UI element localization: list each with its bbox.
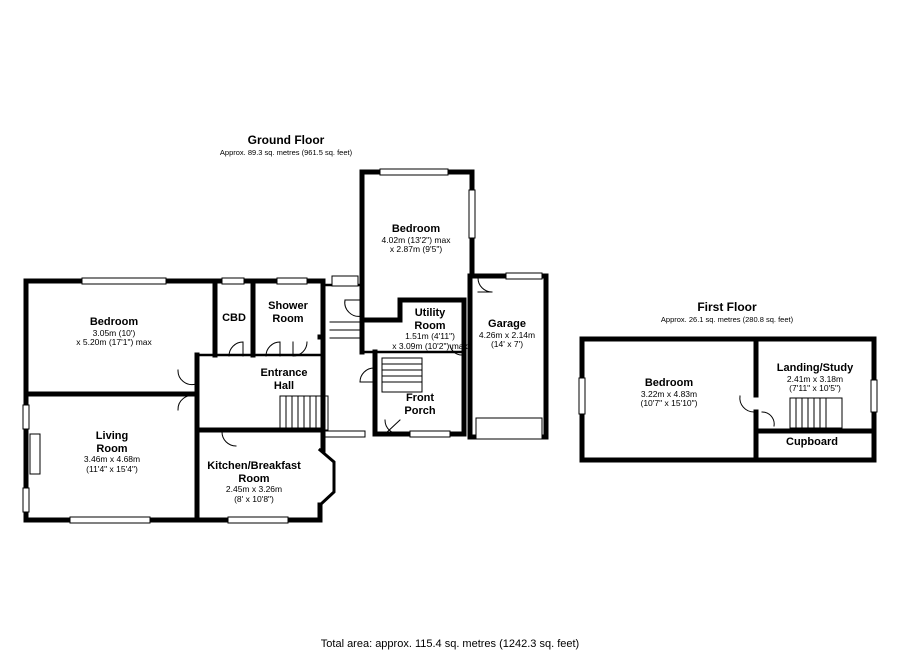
room-landing-study: Landing/Study 2.41m x 3.18m (7'11" x 10'… bbox=[776, 362, 854, 394]
room-bedroom-top: Bedroom 4.02m (13'2") max x 2.87m (9'5") bbox=[381, 223, 451, 255]
ground-floor-title: Ground Floor bbox=[247, 133, 325, 147]
room-kitchen: Kitchen/Breakfast Room 2.45m x 3.26m (8'… bbox=[207, 460, 301, 505]
bay-window bbox=[317, 447, 336, 508]
room-cupboard: Cupboard bbox=[786, 436, 838, 448]
room-first-bedroom: Bedroom 3.22m x 4.83m (10'7" x 15'10") bbox=[640, 377, 698, 409]
room-shower: Shower Room bbox=[268, 300, 308, 325]
room-bedroom-left: Bedroom 3.05m (10') x 5.20m (17'1") max bbox=[76, 316, 152, 348]
ground-floor-walls bbox=[23, 169, 549, 523]
ground-floor-area: Approx. 89.3 sq. metres (961.5 sq. feet) bbox=[219, 148, 353, 157]
room-entrance-hall: Entrance Hall bbox=[260, 367, 308, 392]
first-floor-details bbox=[578, 377, 878, 429]
room-utility: Utility Room 1.51m (4'11") x 3.09m (10'2… bbox=[392, 307, 468, 352]
first-floor-title: First Floor bbox=[697, 300, 757, 314]
room-garage: Garage 4.26m x 2.14m (14' x 7') bbox=[478, 318, 536, 350]
room-front-porch: Front Porch bbox=[404, 392, 436, 417]
door-swings bbox=[177, 277, 493, 447]
windows bbox=[22, 168, 543, 524]
first-floor-area: Approx. 26.1 sq. metres (280.8 sq. feet) bbox=[660, 315, 794, 324]
room-cbd: CBD bbox=[222, 312, 246, 324]
ground-stairs bbox=[279, 321, 423, 431]
room-living: Living Room 3.46m x 4.68m (11'4" x 15'4"… bbox=[83, 430, 141, 475]
total-area: Total area: approx. 115.4 sq. metres (12… bbox=[320, 638, 580, 650]
